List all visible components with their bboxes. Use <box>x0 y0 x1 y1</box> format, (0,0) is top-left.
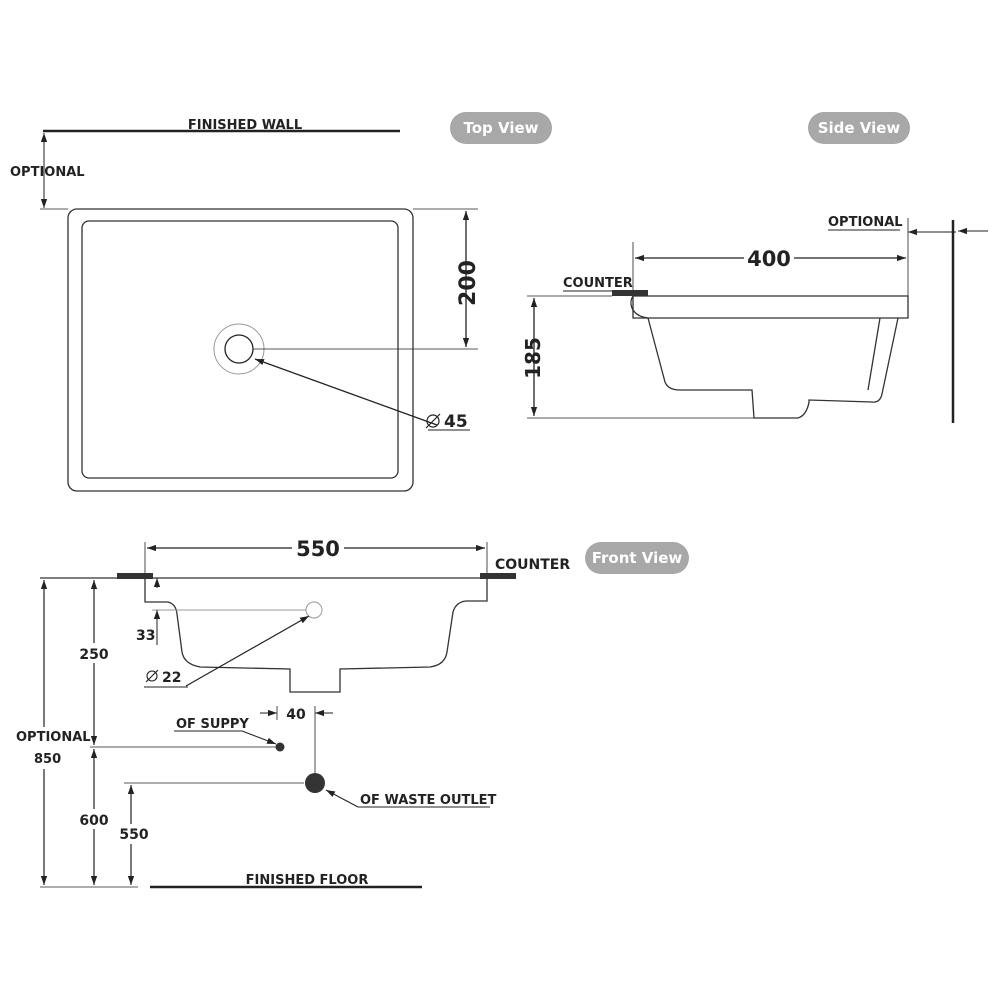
basin-back-wall <box>867 317 881 391</box>
basin-inner-outline <box>81 220 399 479</box>
dim-550-low-label: 550 <box>119 827 148 843</box>
basin-body-front <box>144 578 488 693</box>
top-view-pill: Top View <box>450 112 552 144</box>
dim-label-bg <box>78 643 112 663</box>
counter-label-side: COUNTER <box>563 276 633 291</box>
dia-22-label: 22 <box>162 670 181 686</box>
dim-250-label: 250 <box>79 647 108 663</box>
overflow-hole <box>305 601 323 619</box>
optional-label-front: OPTIONAL <box>16 730 91 745</box>
supply-point <box>275 742 285 752</box>
basin-body-side <box>647 317 899 419</box>
counter-label-front: COUNTER <box>495 557 570 573</box>
diameter-icon <box>145 669 159 683</box>
front-view-label: Front View <box>592 549 683 567</box>
leader-waste <box>325 789 359 808</box>
basin-outer-outline <box>67 208 414 492</box>
side-view-label: Side View <box>818 119 901 137</box>
dim-label-bg <box>744 246 794 270</box>
dim-label-bg <box>117 824 151 844</box>
finished-wall-label: FINISHED WALL <box>188 118 302 133</box>
counter-block-left <box>117 573 153 579</box>
dim-label-bg <box>78 809 112 829</box>
counter-block-side <box>612 290 648 296</box>
dim-185-label: 185 <box>521 337 545 379</box>
dim-200-label: 200 <box>456 260 481 306</box>
optional-label-top: OPTIONAL <box>10 165 85 180</box>
rim-edge <box>630 295 649 319</box>
leader-supply <box>241 730 277 745</box>
top-view-label: Top View <box>463 119 538 137</box>
leader-dia-45 <box>254 358 438 426</box>
basin-rim-side <box>632 295 909 319</box>
dim-label-bg <box>12 727 82 769</box>
drain-hole <box>224 334 254 364</box>
waste-outlet-point <box>305 773 325 793</box>
dim-600-label: 600 <box>79 813 108 829</box>
front-view: 550 COUNTER 33 22 OPTIONAL 850 250 600 <box>12 536 570 889</box>
of-waste-outlet-label: OF WASTE OUTLET <box>360 793 497 808</box>
side-view-pill: Side View <box>808 112 910 144</box>
diameter-icon <box>425 413 441 429</box>
finished-floor-label: FINISHED FLOOR <box>246 873 369 888</box>
side-view: OPTIONAL 400 COUNTER 185 <box>521 215 988 423</box>
dim-550-top-label: 550 <box>296 537 340 561</box>
dim-label-bg <box>292 536 344 560</box>
dim-400-label: 400 <box>747 247 791 271</box>
dim-850-label: 850 <box>34 752 61 767</box>
optional-label-side: OPTIONAL <box>828 215 903 230</box>
front-view-pill: Front View <box>585 542 689 574</box>
counter-block-right <box>480 573 516 579</box>
of-suppy-label: OF SUPPY <box>176 717 249 732</box>
dim-40-label: 40 <box>286 707 306 723</box>
top-view: FINISHED WALL OPTIONAL 200 45 <box>10 118 481 492</box>
dia-45-label: 45 <box>444 412 468 432</box>
leader-dia-22 <box>185 615 310 687</box>
dim-33-label: 33 <box>136 628 155 644</box>
